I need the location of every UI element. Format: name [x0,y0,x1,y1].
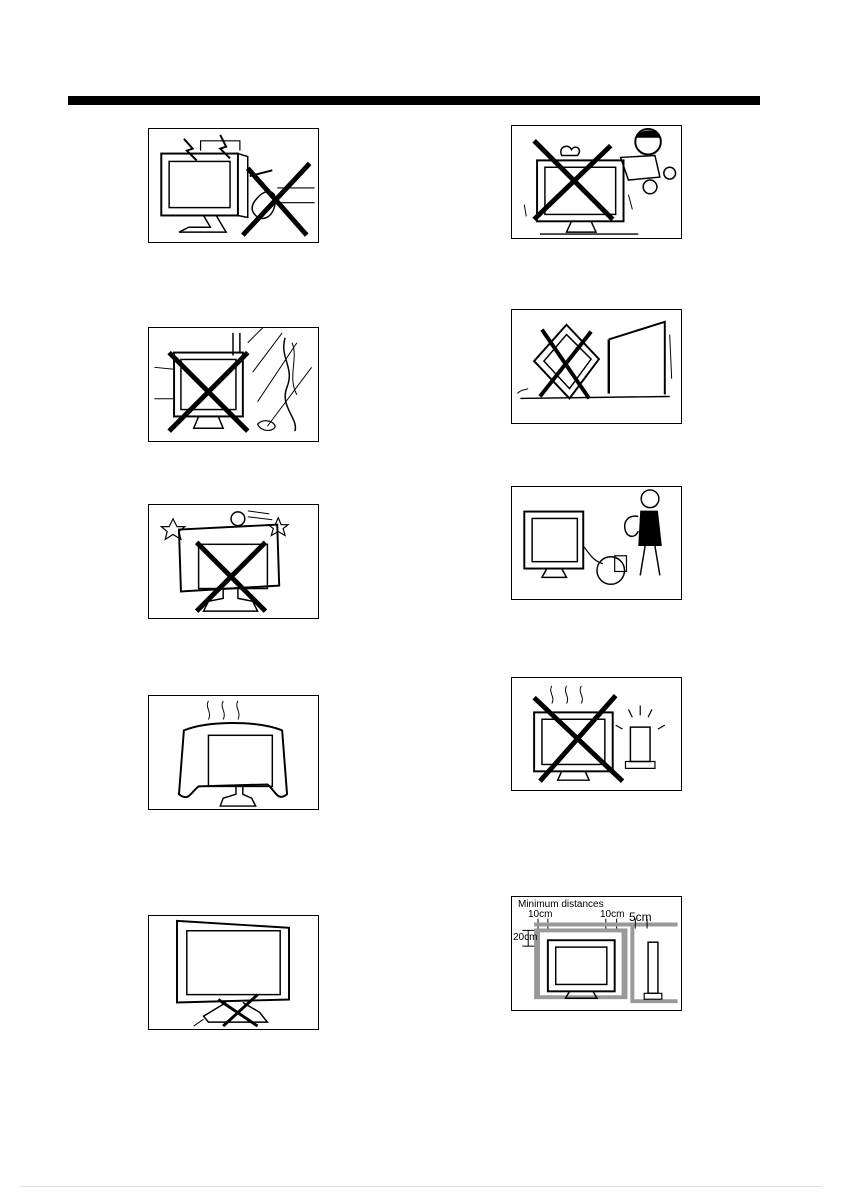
panel-lightning [148,128,319,243]
tilted-tv-icon [512,310,681,423]
panel-unstable-stand [148,915,319,1030]
distance-rear-label: 5cm [629,912,652,922]
lightning-storm-icon [149,129,318,242]
panel-unplug-cleaning [511,486,682,600]
panel-min-distances: Minimum distances 10cm 10cm 5cm 20cm [511,896,682,1011]
impact-star-icon [149,505,318,618]
panel-unstable-placement [511,309,682,424]
panel-heat-source [511,677,682,791]
rain-moisture-icon [149,328,318,441]
distance-left-label: 10cm [528,910,552,920]
unplug-cable-icon [512,487,681,599]
distance-right-label: 10cm [600,910,624,920]
broken-stand-icon [149,916,318,1029]
page-bottom-edge [20,1186,821,1187]
distance-top-label: 20cm [513,933,537,943]
panel-impact [148,504,319,619]
panel-covered-vents [148,695,319,810]
header-rule [68,96,760,105]
heater-icon [512,678,681,790]
child-climbing-tv-icon [512,126,681,238]
panel-moisture [148,327,319,442]
panel-child-climbing [511,125,682,239]
cloth-cover-icon [149,696,318,809]
